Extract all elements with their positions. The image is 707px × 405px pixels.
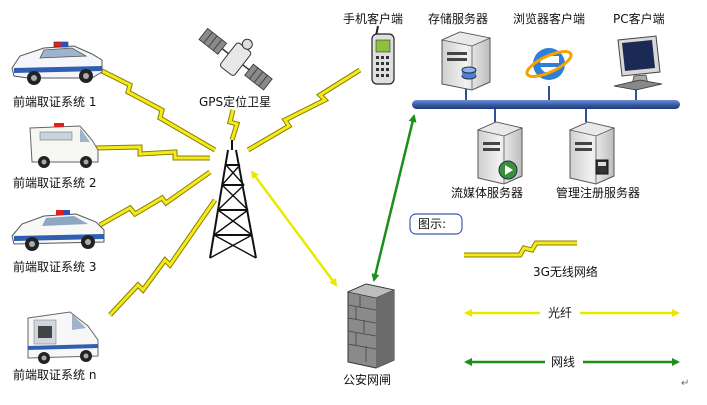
label-front-system-1: 前端取证系统 1 [13, 95, 97, 109]
label-front-system-2: 前端取证系统 2 [13, 176, 97, 190]
link-car1-tower [98, 67, 217, 153]
police-van-n-icon [27, 311, 99, 364]
legend-network-label: 网线 [551, 355, 576, 369]
registration-server-icon [568, 121, 616, 185]
label-registration-server: 管理注册服务器 [556, 186, 641, 200]
browser-icon [525, 48, 573, 80]
streaming-server-icon [476, 121, 524, 185]
legend-wireless-label: 3G无线网络 [533, 265, 598, 279]
label-pc-client: PC客户端 [613, 12, 665, 26]
label-browser-client: 浏览器客户端 [513, 12, 586, 26]
cable-link-gateway-bus [371, 114, 417, 282]
cell-tower-icon [209, 140, 257, 259]
paragraph-mark: ↵ [681, 378, 690, 389]
police-van-2-icon [29, 123, 99, 168]
storage-server-icon [440, 31, 492, 91]
fiber-link-tower-gateway [250, 170, 338, 287]
lan-bus [412, 86, 680, 122]
gps-satellite-icon [198, 27, 273, 91]
label-gps-satellite: GPS定位卫星 [199, 95, 272, 109]
label-storage-server: 存储服务器 [428, 12, 489, 26]
legend-title-box [409, 213, 463, 235]
mobile-phone-icon [371, 25, 395, 85]
label-front-system-3: 前端取证系统 3 [13, 260, 97, 274]
legend-network-label-bg [545, 354, 583, 370]
police-car-1-icon [11, 41, 103, 85]
wireless-links [94, 67, 362, 317]
legend-fiber-label-bg [540, 305, 580, 321]
label-mobile-client: 手机客户端 [343, 12, 404, 26]
legend-fiber-label: 光纤 [548, 306, 573, 320]
legend-title: 图示: [418, 217, 447, 231]
legend-wireless-sample [464, 240, 577, 258]
label-streaming-server: 流媒体服务器 [451, 186, 524, 200]
label-front-system-n: 前端取证系统 n [13, 368, 97, 382]
police-car-3-icon [11, 210, 105, 251]
pc-monitor-icon [613, 35, 663, 91]
firewall-gateway-icon [346, 283, 396, 369]
label-police-gateway: 公安网闸 [343, 373, 392, 387]
